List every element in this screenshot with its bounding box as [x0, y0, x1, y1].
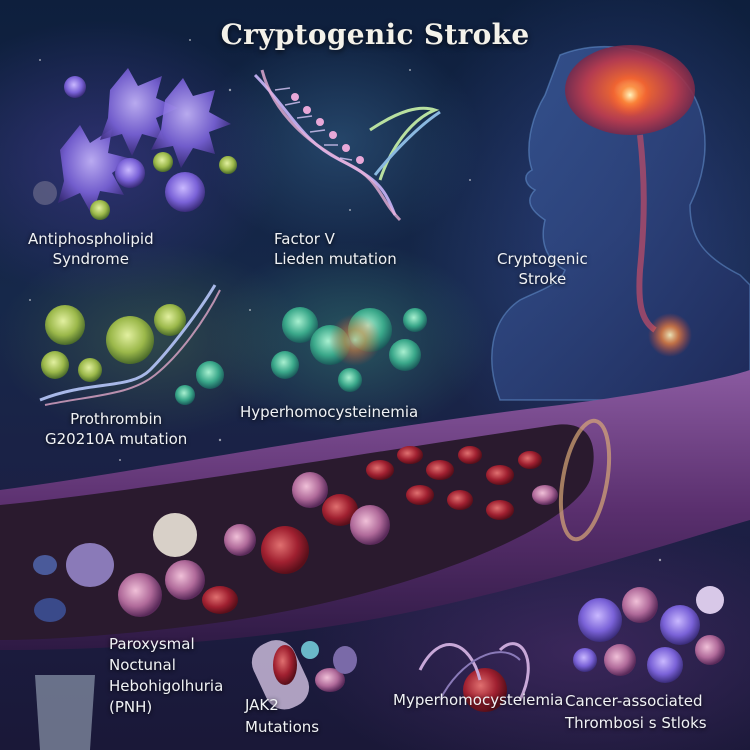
label-myperhomocysteiemia: Myperhomocysteiemia — [393, 690, 563, 710]
label-line: Lieden mutation — [274, 250, 397, 268]
label-hyperhomocysteinemia: Hyperhomocysteinemia — [240, 402, 418, 422]
dna-cell-cluster — [418, 642, 530, 712]
label-factor-v-leiden: Factor V Lieden mutation — [274, 229, 397, 269]
label-line: Paroxysmal — [109, 635, 195, 653]
label-line: G20210A mutation — [45, 430, 188, 448]
label-line: Cryptogenic — [497, 250, 588, 268]
platelet-cluster — [33, 68, 237, 220]
label-prothrombin-mutation: Prothrombin G20210A mutation — [45, 409, 187, 449]
label-line: Noctunal — [109, 656, 176, 674]
label-line: (PNH) — [109, 698, 153, 716]
label-line: Cancer-associated — [565, 692, 703, 710]
label-line: JAK2 — [245, 696, 279, 714]
cancer-cell-cluster — [573, 586, 725, 683]
teal-cell-cluster — [271, 307, 427, 392]
label-cancer-associated-thrombosis: Cancer-associated Thrombosi s Stloks — [565, 690, 707, 734]
label-line: Prothrombin — [70, 410, 163, 428]
page-title: Cryptogenic Stroke — [220, 18, 530, 51]
label-line: Myperhomocysteiemia — [393, 691, 564, 709]
prothrombin-cluster — [39, 284, 224, 406]
label-pnh: Paroxysmal Noctunal Hebohigolhuria (PNH) — [109, 634, 223, 718]
label-line: Hebohigolhuria — [109, 677, 224, 695]
label-cryptogenic-stroke: Cryptogenic Stroke — [497, 249, 588, 289]
label-line: Stroke — [518, 270, 567, 288]
label-line: Thrombosi s Stloks — [565, 714, 707, 732]
jak2-cluster — [251, 640, 357, 710]
label-antiphospholipid-syndrome: Antiphospholipid Syndrome — [28, 229, 154, 269]
human-silhouette — [491, 45, 750, 401]
vein-segment — [35, 675, 95, 750]
label-line: Antiphospholipid — [28, 230, 154, 248]
label-line: Syndrome — [52, 250, 129, 268]
label-line: Mutations — [245, 718, 320, 736]
blood-vessel — [0, 370, 750, 650]
label-line: Hyperhomocysteinemia — [240, 403, 419, 421]
label-line: Factor V — [274, 230, 335, 248]
label-jak2-mutations: JAK2 Mutations — [245, 694, 319, 738]
dna-helix-factor-v — [253, 69, 441, 222]
